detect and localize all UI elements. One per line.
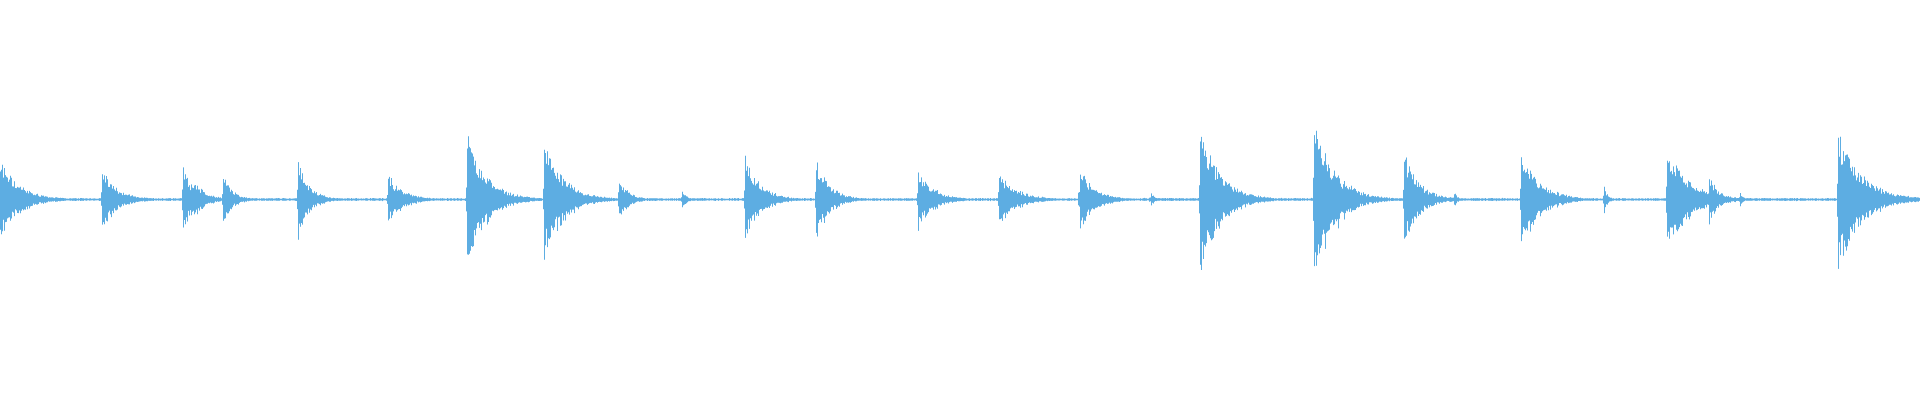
waveform-samples	[0, 130, 1920, 270]
waveform-path	[0, 130, 1920, 270]
